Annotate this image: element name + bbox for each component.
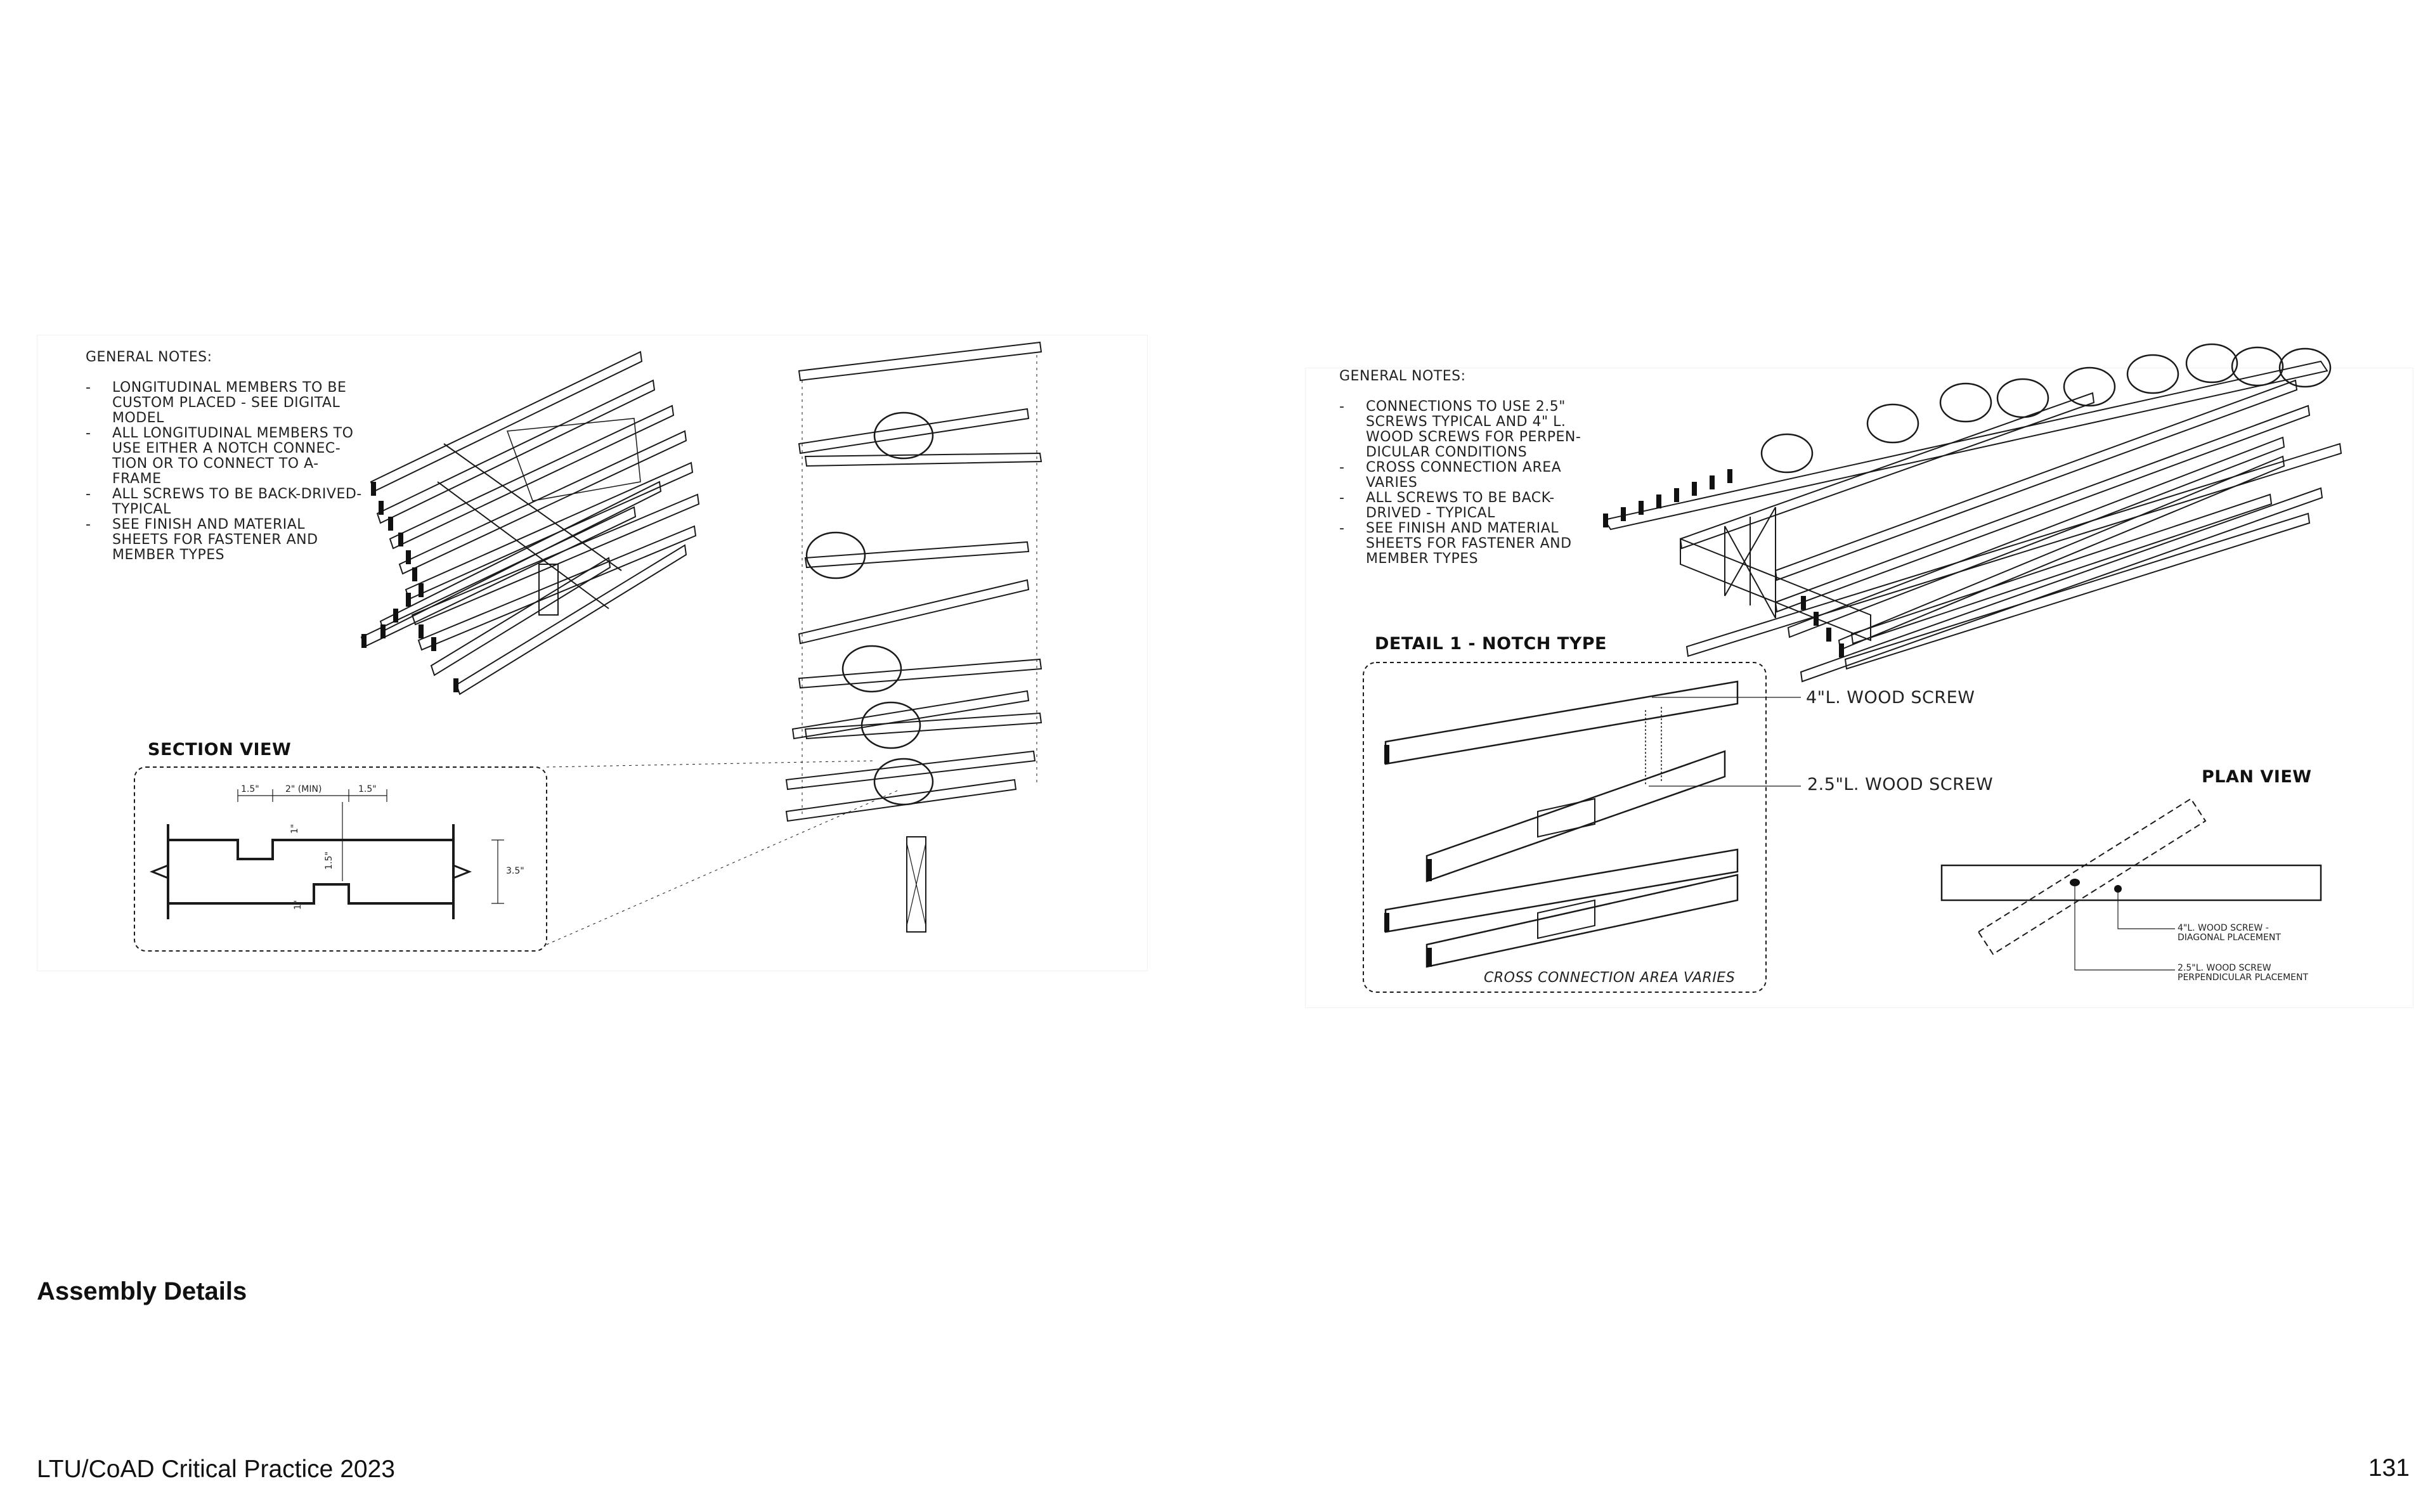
right-note-1: CONNECTIONS TO USE 2.5" SCREWS TYPICAL A…: [1339, 399, 1601, 460]
exploded-members: [785, 341, 1042, 933]
detail-1-frame: [1363, 662, 1767, 993]
right-notes-title: GENERAL NOTES:: [1339, 368, 1466, 384]
dim-1-5-right: 1.5": [358, 784, 377, 794]
callout-4in-wood-screw: 4"L. WOOD SCREW: [1806, 688, 1975, 708]
plan-note-1-line-2: DIAGONAL PLACEMENT: [2178, 933, 2281, 943]
left-note-1: LONGITUDINAL MEMBERS TO BE CUSTOM PLACED…: [86, 380, 366, 426]
longitudinal-members-cluster: [360, 351, 700, 695]
plan-note-1-line-1: 4"L. WOOD SCREW -: [2178, 923, 2269, 933]
plan-view-drawing: [1940, 798, 2322, 971]
left-note-3: ALL SCREWS TO BE BACK-DRIVED-TYPICAL: [86, 487, 366, 517]
roof-assembly: [1603, 360, 2342, 683]
detail-circles-right: [1760, 343, 2332, 474]
detail-caption: CROSS CONNECTION AREA VARIES: [1484, 970, 1736, 986]
right-general-notes: GENERAL NOTES: CONNECTIONS TO USE 2.5" S…: [1339, 369, 1601, 567]
right-note-3: ALL SCREWS TO BE BACK-DRIVED - TYPICAL: [1339, 491, 1601, 521]
dim-1-5-left: 1.5": [241, 784, 259, 794]
section-profile: [149, 824, 472, 919]
callout-2-5in-wood-screw: 2.5"L. WOOD SCREW: [1807, 775, 1994, 794]
left-notes-title: GENERAL NOTES:: [86, 349, 212, 365]
dim-2-min: 2" (MIN): [285, 784, 322, 794]
dim-3-5: 3.5": [506, 866, 524, 876]
dim-1-top: 1": [290, 824, 301, 834]
left-note-4: SEE FINISH AND MATERIAL SHEETS FOR FASTE…: [86, 517, 366, 563]
detail-circles-left: [805, 411, 934, 806]
dim-1-5-vertical: 1.5": [323, 851, 334, 870]
page-number: 131: [2368, 1454, 2410, 1482]
section-view-title: SECTION VIEW: [148, 740, 292, 759]
detail-1-members: [1384, 680, 1739, 968]
dim-1-bottom: 1": [293, 900, 304, 910]
right-note-2: CROSS CONNECTION AREA VARIES: [1339, 460, 1601, 491]
section-dimension-lines: [237, 789, 504, 904]
plan-note-2-line-1: 2.5"L. WOOD SCREW: [2178, 963, 2271, 973]
detail-1-title: DETAIL 1 - NOTCH TYPE: [1375, 634, 1607, 654]
plan-note-2-line-2: PERPENDICULAR PLACEMENT: [2178, 972, 2309, 983]
section-view-frame: [134, 766, 547, 952]
page-heading: Assembly Details: [37, 1277, 247, 1305]
plan-view-title: PLAN VIEW: [2202, 767, 2312, 787]
left-general-notes: GENERAL NOTES: LONGITUDINAL MEMBERS TO B…: [86, 350, 366, 563]
footer-text: LTU/CoAD Critical Practice 2023: [37, 1456, 395, 1483]
left-note-2: ALL LONGITUDINAL MEMBERS TO USE EITHER A…: [86, 426, 366, 487]
right-note-4: SEE FINISH AND MATERIAL SHEETS FOR FASTE…: [1339, 521, 1601, 567]
